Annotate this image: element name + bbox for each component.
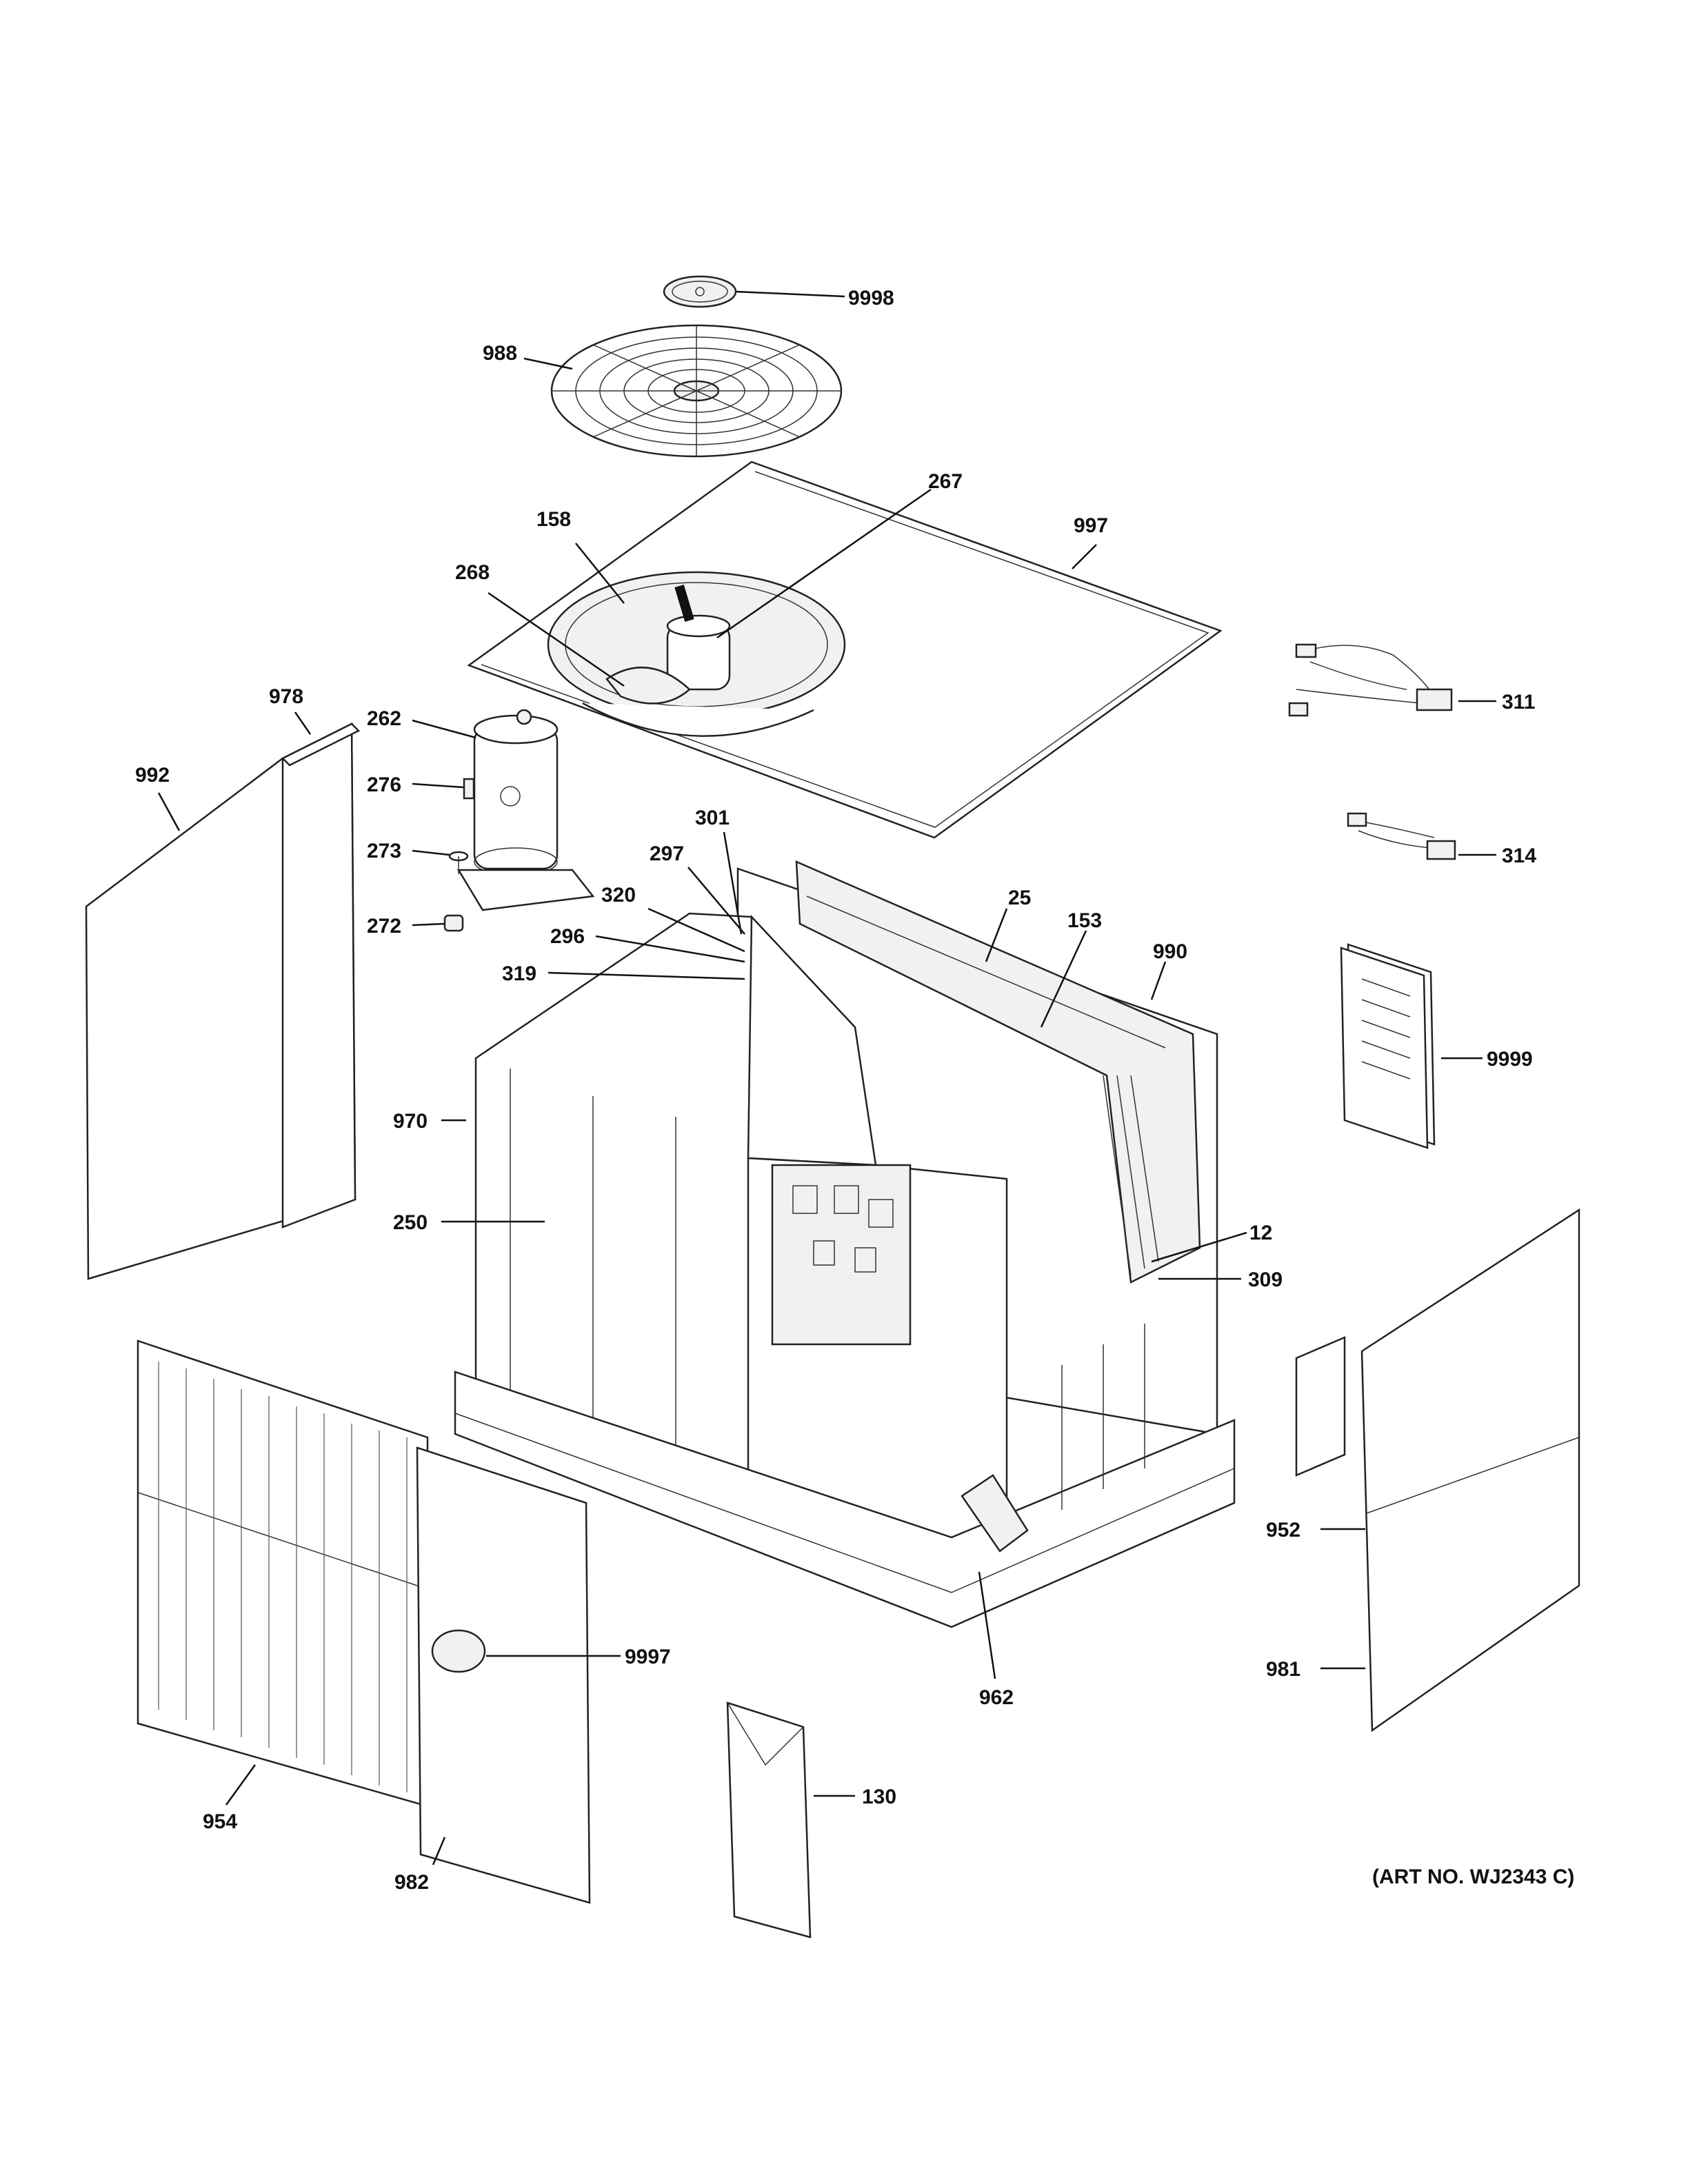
top-cover-part [467,461,1223,839]
callout-9997: 9997 [625,1646,671,1668]
callout-981: 981 [1266,1658,1300,1681]
callout-320: 320 [601,884,636,907]
callout-9999: 9999 [1487,1048,1533,1071]
grommet-part [443,914,464,932]
callout-978: 978 [269,685,303,708]
callout-130: 130 [862,1786,896,1808]
callout-153: 153 [1067,909,1102,932]
wire-harness-311-part [1288,643,1453,717]
callout-314: 314 [1502,845,1536,867]
callout-12: 12 [1249,1222,1272,1244]
callout-990: 990 [1153,940,1187,963]
callout-273: 273 [367,840,401,862]
document-envelope-part [726,1701,812,1939]
callout-970: 970 [393,1110,428,1133]
callout-319: 319 [502,962,536,985]
callout-250: 250 [393,1211,428,1234]
callout-952: 952 [1266,1519,1300,1541]
callout-962: 962 [979,1686,1014,1709]
callout-158: 158 [536,508,571,531]
callout-267: 267 [928,470,963,493]
compressor-part [456,709,595,911]
callout-309: 309 [1248,1268,1283,1291]
callout-297: 297 [650,842,684,865]
left-side-panel-part [85,722,361,1280]
callout-954: 954 [203,1810,237,1833]
callout-311: 311 [1502,691,1535,714]
cabinet-body-part [454,860,1236,1628]
callout-262: 262 [367,707,401,730]
callout-301: 301 [695,807,730,829]
front-access-panel-part [416,1446,591,1904]
callout-272: 272 [367,915,401,938]
art-number-label: (ART NO. WJ2343 C) [1372,1866,1574,1888]
callout-9998: 9998 [848,287,894,310]
compressor-bracket-part [463,778,475,800]
callout-268: 268 [455,561,490,584]
callout-988: 988 [483,342,517,365]
callout-982: 982 [394,1871,429,1894]
callout-labels: 9998 988 267 997 158 268 978 262 992 276… [135,287,1536,1894]
logo-badge-part [663,275,737,308]
fan-guard-part [550,324,843,458]
mounting-screw-part [448,851,469,874]
callout-276: 276 [367,774,401,796]
wire-harness-314-part [1347,812,1456,860]
callout-25: 25 [1008,887,1031,909]
right-access-panel-part [1295,1208,1580,1732]
leader-lines [157,290,1496,1866]
front-grille-panel-part [137,1339,429,1808]
callout-992: 992 [135,764,170,787]
callout-296: 296 [550,925,585,948]
callout-997: 997 [1074,514,1108,537]
manual-booklet-part [1340,943,1436,1149]
